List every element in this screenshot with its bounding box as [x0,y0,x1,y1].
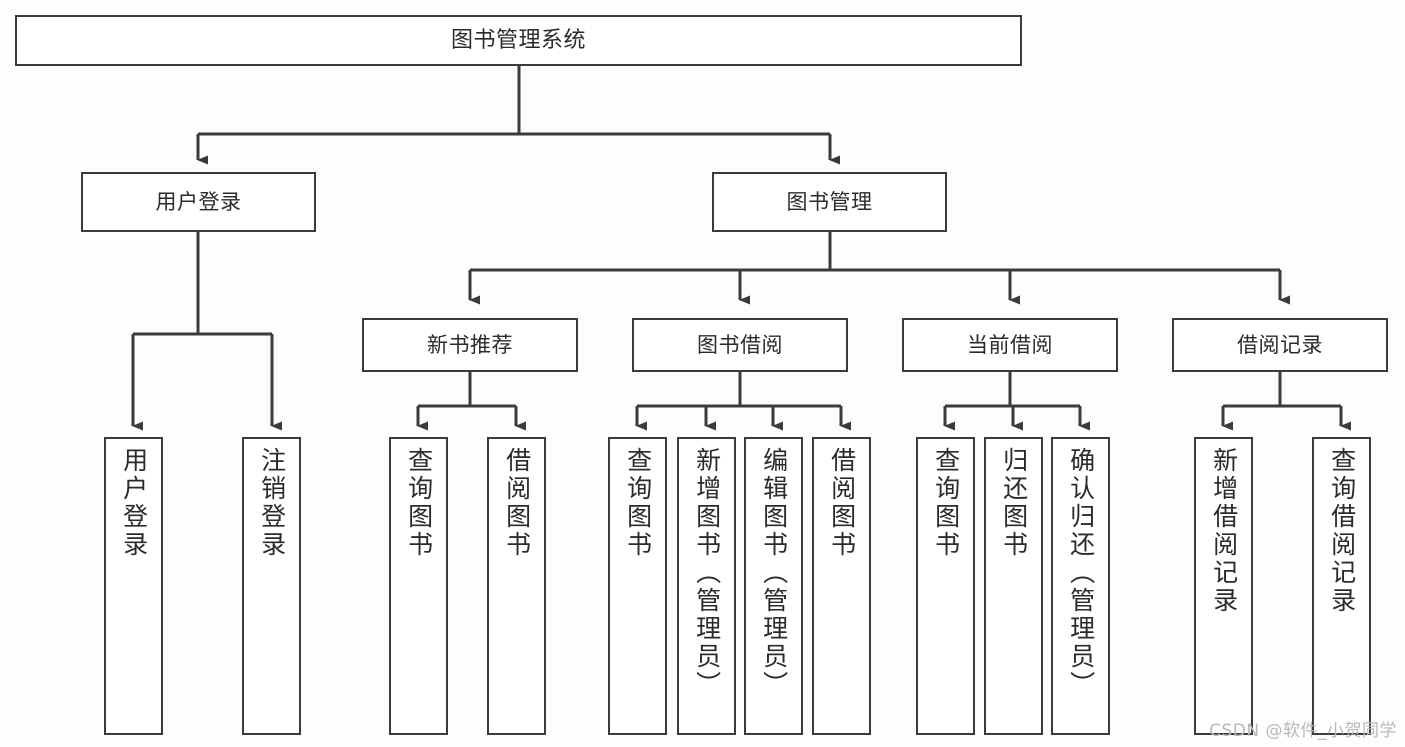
node-label: 新书推荐 [427,332,513,357]
leaf-book-borrow-query[interactable]: 查询图书 [608,437,667,735]
node-label: 图书管理 [786,189,873,214]
csdn-watermark: CSDN @软件_小贺同学 [1209,721,1397,741]
leaf-book-borrow-edit[interactable]: 编辑图书（管理员） [744,437,803,735]
leaf-current-borrow-confirm-return[interactable]: 确认归还（管理员） [1051,437,1110,735]
node-label: 编辑图书（管理员） [759,447,789,699]
node-book-management[interactable]: 图书管理 [712,172,947,232]
node-label: 新增图书（管理员） [692,447,722,699]
node-user-login[interactable]: 用户登录 [81,172,316,232]
node-label: 借阅图书 [502,447,532,559]
node-label: 图书管理系统 [450,27,586,53]
leaf-user-login-logout[interactable]: 注销登录 [242,437,301,735]
node-borrow-record[interactable]: 借阅记录 [1172,318,1388,372]
leaf-book-borrow-add[interactable]: 新增图书（管理员） [677,437,736,735]
node-label: 图书借阅 [697,332,783,357]
node-label: 借阅图书 [827,447,857,559]
node-label: 确认归还（管理员） [1066,447,1096,699]
node-root-system[interactable]: 图书管理系统 [15,15,1022,66]
node-label: 查询图书 [404,447,434,559]
leaf-book-borrow-lend[interactable]: 借阅图书 [812,437,871,735]
leaf-borrow-record-add[interactable]: 新增借阅记录 [1194,437,1253,735]
leaf-borrow-record-query[interactable]: 查询借阅记录 [1312,437,1371,735]
node-label: 当前借阅 [967,332,1053,357]
node-current-borrow[interactable]: 当前借阅 [902,318,1118,372]
leaf-current-borrow-query[interactable]: 查询图书 [916,437,975,735]
node-book-borrow[interactable]: 图书借阅 [632,318,848,372]
node-label: 新增借阅记录 [1209,447,1239,615]
node-label: 归还图书 [999,447,1029,559]
node-label: 用户登录 [155,189,242,214]
leaf-new-book-borrow[interactable]: 借阅图书 [487,437,546,735]
node-label: 用户登录 [119,447,149,559]
node-label: 注销登录 [257,447,287,559]
node-label: 查询图书 [623,447,653,559]
node-label: 借阅记录 [1237,332,1323,357]
node-label: 查询图书 [931,447,961,559]
leaf-current-borrow-return[interactable]: 归还图书 [984,437,1043,735]
leaf-new-book-query[interactable]: 查询图书 [389,437,448,735]
node-new-book-recommend[interactable]: 新书推荐 [362,318,578,372]
node-label: 查询借阅记录 [1327,447,1357,615]
leaf-user-login-signin[interactable]: 用户登录 [104,437,163,735]
